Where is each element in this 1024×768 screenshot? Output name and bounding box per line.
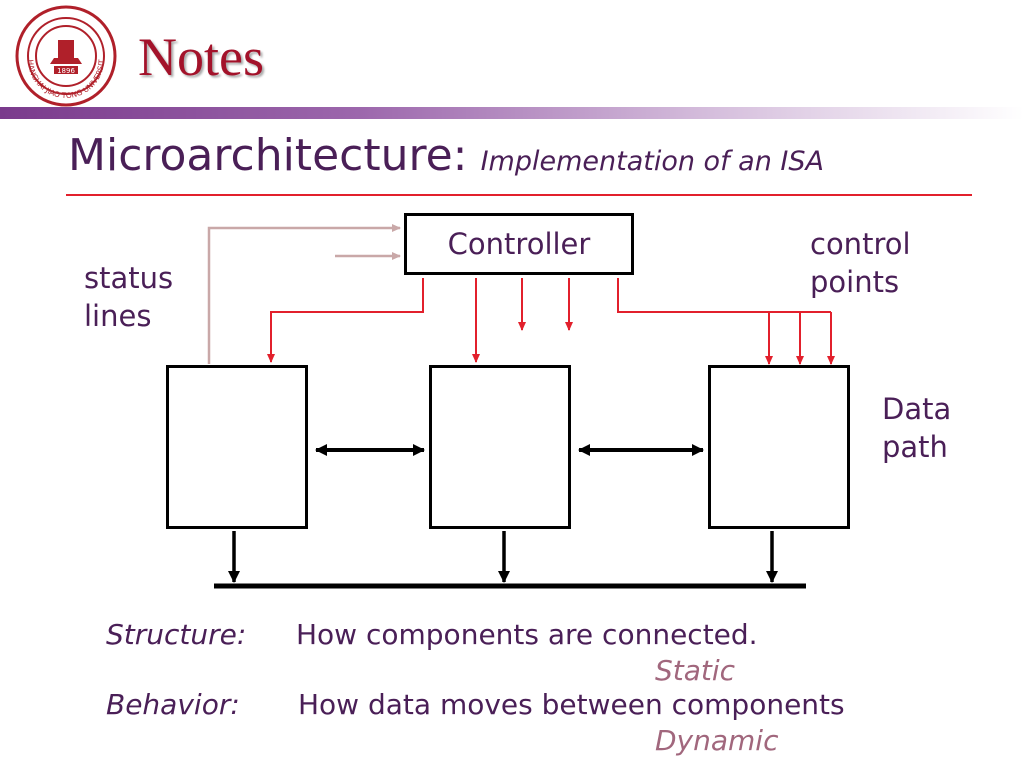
structure-row: Structure: How components are connected.: [106, 618, 758, 651]
status-lines-label-line1: status: [84, 261, 174, 295]
control-points-label: control points: [810, 225, 911, 301]
status-lines-label: status lines: [84, 259, 173, 335]
slide-title: Microarchitecture: Implementation of an …: [68, 130, 824, 181]
control-points-label-line1: control: [810, 227, 911, 261]
structure-description: How components are connected.: [296, 618, 758, 651]
control-line-right-bus: [617, 278, 831, 313]
controller-box: Controller: [404, 213, 634, 275]
behavior-term: Behavior:: [106, 688, 240, 721]
behavior-description: How data moves between components: [298, 688, 845, 721]
behavior-row: Behavior: How data moves between componen…: [106, 688, 845, 721]
header-gradient-bar: [0, 107, 1024, 119]
datapath-block-middle: [429, 365, 571, 529]
logo-year: 1896: [57, 67, 75, 75]
data-path-label: Data path: [882, 390, 951, 466]
structure-term: Structure:: [106, 618, 247, 651]
slide-title-subtitle: Implementation of an ISA: [480, 146, 824, 177]
datapath-block-right: [708, 365, 850, 529]
status-lines-label-line2: lines: [84, 299, 152, 333]
controller-label: Controller: [447, 227, 591, 261]
control-line-left: [267, 278, 424, 363]
status-line-arrow-1: [207, 224, 401, 364]
section-title: Notes: [138, 27, 264, 87]
data-path-label-line2: path: [882, 430, 948, 464]
data-path-label-line1: Data: [882, 392, 952, 426]
title-underline: [66, 194, 972, 196]
structure-note: Static: [655, 654, 736, 687]
behavior-note: Dynamic: [655, 724, 779, 757]
university-logo: 1896 SHANGHAI JIAO TONG UNIVERSITY: [14, 4, 117, 107]
datapath-block-left: [166, 365, 308, 529]
control-points-label-line2: points: [810, 265, 900, 299]
slide-title-main: Microarchitecture:: [68, 130, 468, 181]
